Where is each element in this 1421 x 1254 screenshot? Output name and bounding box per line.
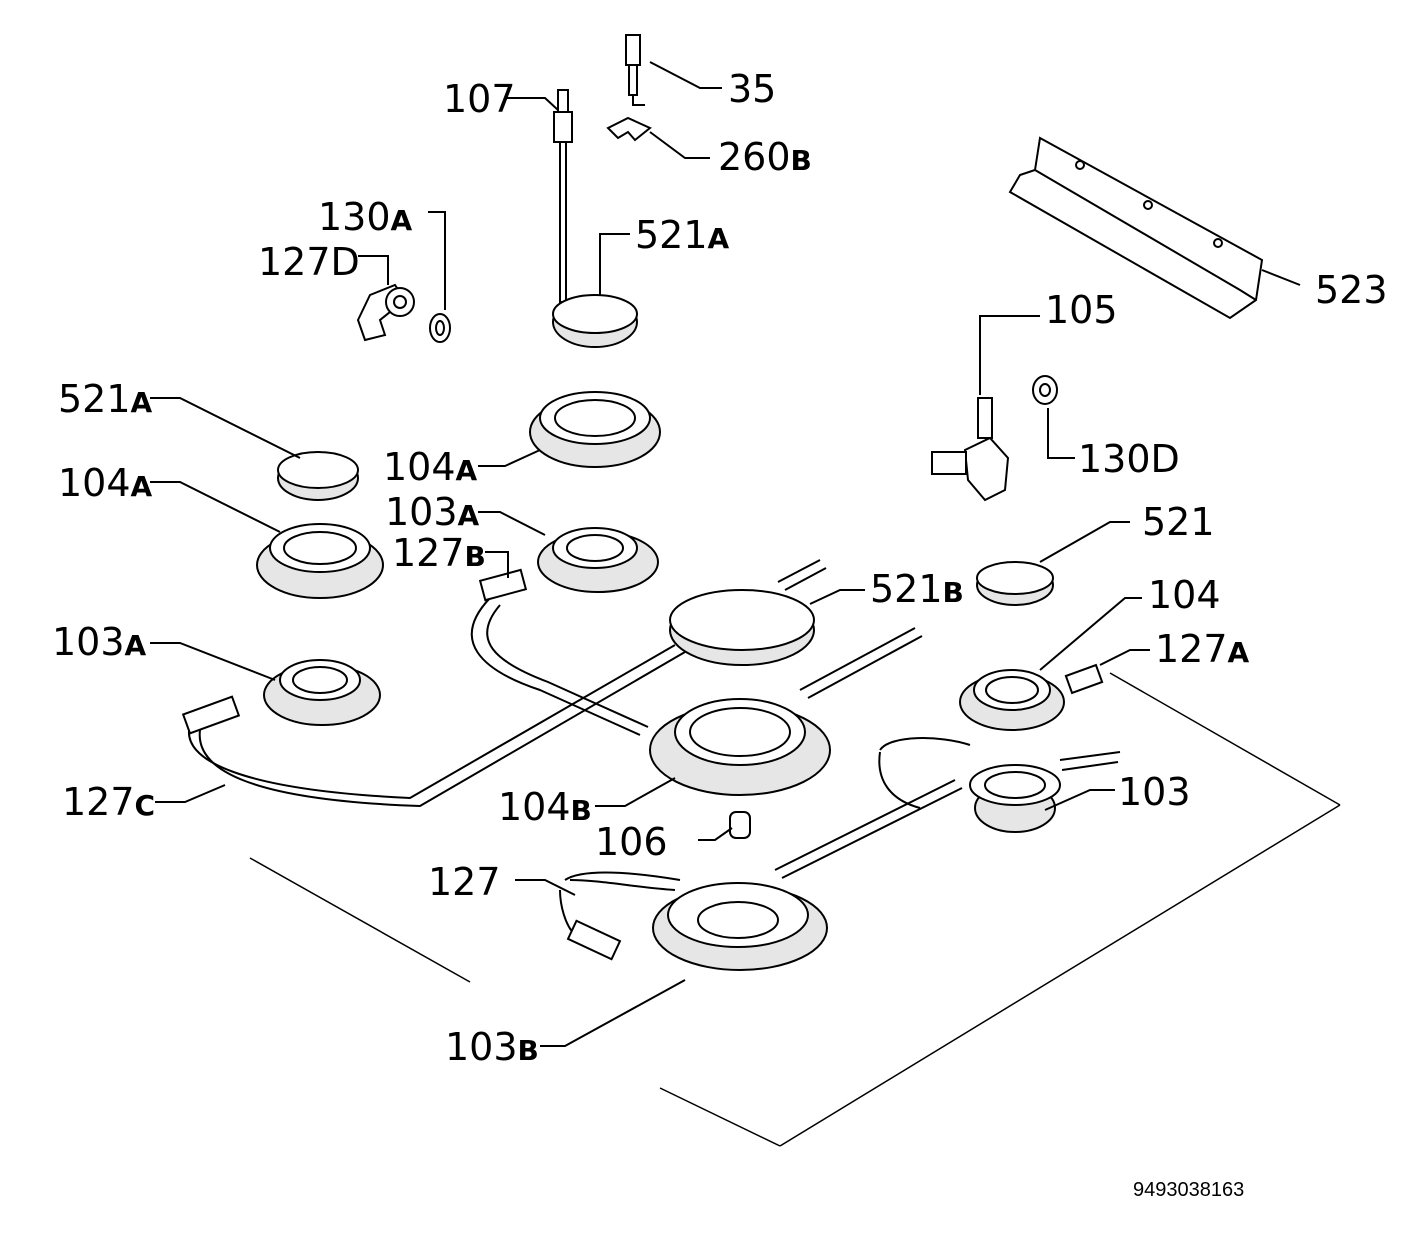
label-103b: 103B (445, 1025, 539, 1069)
part-thermocouple-107 (553, 89, 573, 303)
label-103a-center: 103A (385, 490, 480, 534)
label-521b: 521B (870, 567, 964, 611)
label-104a-center: 104A (383, 445, 478, 489)
label-127c: 127C (62, 780, 155, 824)
part-washer-130d (1032, 375, 1058, 405)
label-104b: 104B (498, 785, 592, 829)
gas-pipes (187, 559, 1121, 936)
label-130d: 130D (1078, 437, 1180, 481)
part-cap-521a-left (277, 451, 359, 501)
part-electrode-35 (625, 34, 645, 106)
part-burner-103a-left (263, 659, 381, 726)
part-washer-130a (429, 313, 451, 343)
part-burner-104a-left (256, 523, 384, 599)
label-521a-top: 521A (635, 213, 730, 257)
label-127a: 127A (1155, 627, 1250, 671)
label-105: 105 (1045, 288, 1118, 332)
part-tap-105 (931, 397, 1010, 502)
part-burner-104b (649, 698, 831, 796)
part-connector-127c (181, 695, 241, 735)
label-127d: 127D (258, 240, 360, 284)
label-104: 104 (1148, 573, 1221, 617)
label-127: 127 (428, 860, 501, 904)
label-521a-left: 521A (58, 377, 153, 421)
part-cap-521a-top (552, 294, 638, 348)
part-burner-104a-center (529, 391, 661, 468)
part-bracket-523 (1008, 136, 1264, 320)
part-burner-104 (959, 669, 1065, 731)
part-elbow-127d (356, 283, 415, 342)
label-130a: 130A (318, 195, 413, 239)
label-103a-left: 103A (52, 620, 147, 664)
part-connector-127a (1064, 663, 1104, 695)
label-103: 103 (1118, 770, 1191, 814)
part-connector-127b (478, 568, 528, 602)
part-burner-103a-center (537, 527, 659, 593)
label-260b: 260B (718, 135, 812, 179)
part-injector-106 (729, 811, 751, 839)
document-id: 9493038163 (1133, 1179, 1244, 1201)
part-burner-103b (652, 882, 828, 971)
hob-outline (249, 672, 1341, 1147)
part-connector-127 (566, 919, 622, 961)
label-106: 106 (595, 820, 668, 864)
label-523: 523 (1315, 268, 1388, 312)
leader-lines (150, 61, 1301, 1047)
label-35: 35 (728, 67, 776, 111)
label-104a-left: 104A (58, 461, 153, 505)
callout-labels: 107 35 260B 130A 127D 521A 523 105 521A … (52, 67, 1388, 1069)
part-clip-260b (606, 116, 652, 142)
part-cap-521 (976, 561, 1054, 606)
part-cap-521b (669, 589, 815, 666)
label-521: 521 (1142, 500, 1215, 544)
part-burner-103 (969, 764, 1061, 833)
label-127b: 127B (392, 531, 486, 575)
label-107: 107 (443, 77, 516, 121)
